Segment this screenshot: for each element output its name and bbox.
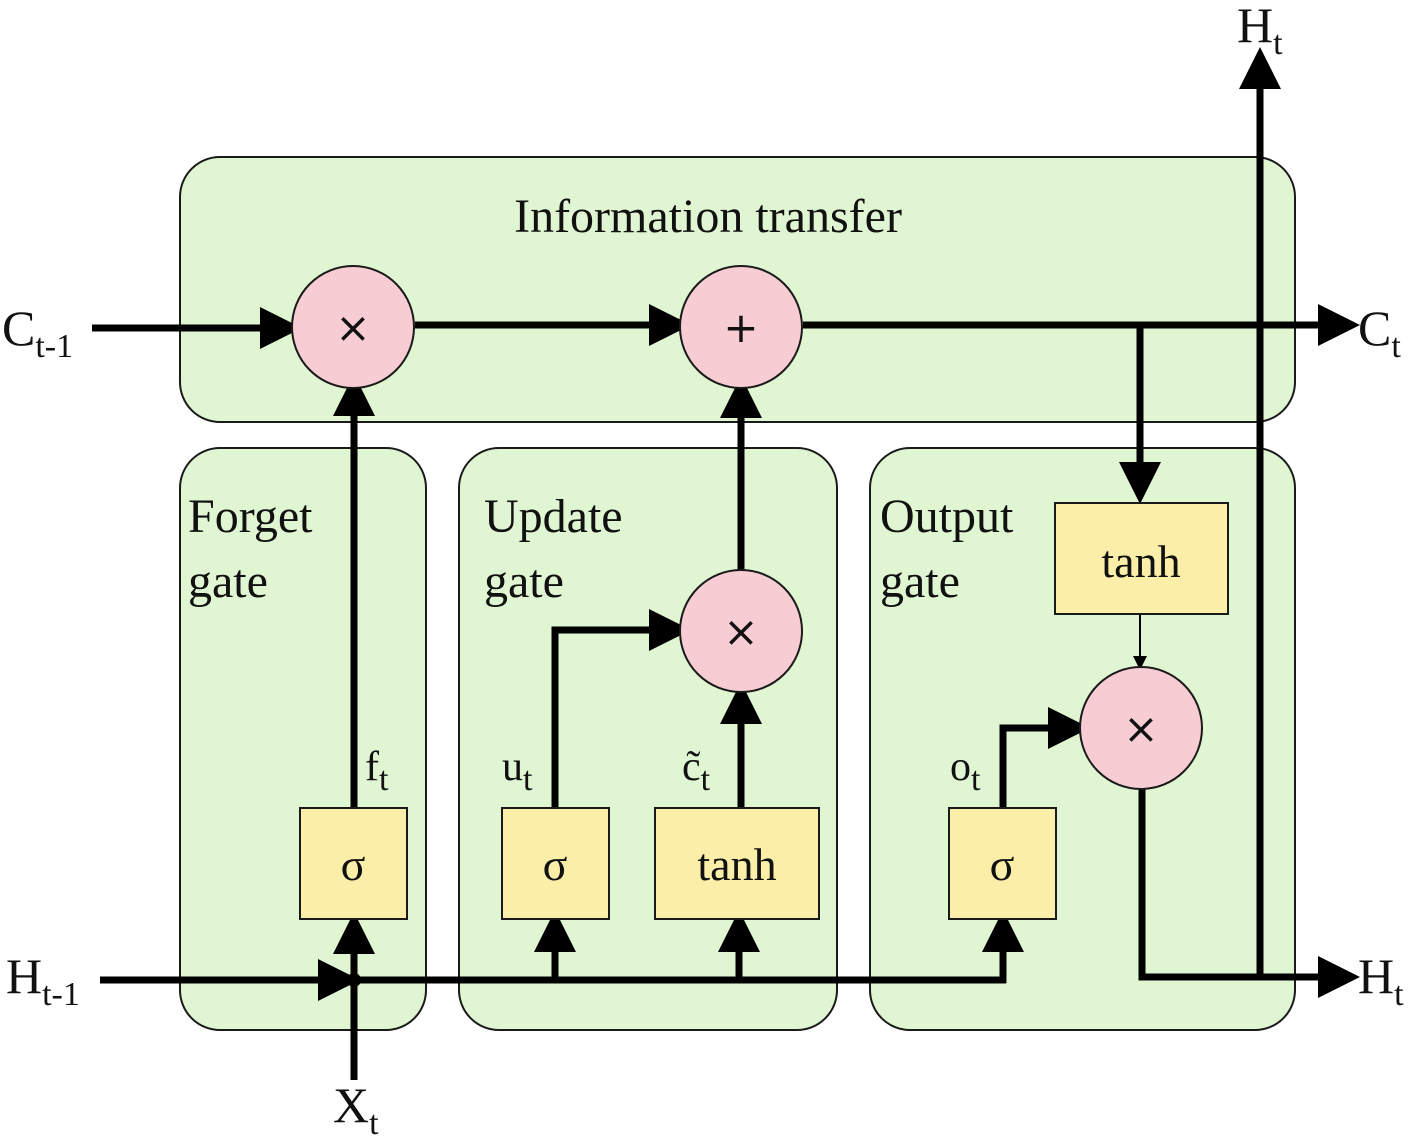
output-gate-label-line2: gate	[880, 555, 960, 608]
update-multiply-operator	[679, 569, 803, 693]
cell-next-label: Ct	[1358, 300, 1401, 365]
wire-hidden-out	[1138, 788, 1360, 998]
output-gate-label-line1: Output	[880, 490, 1014, 543]
update-tanh-label: tanh	[697, 839, 776, 890]
wire-ot-path	[999, 707, 1090, 808]
update-multiply-symbol: ×	[723, 607, 758, 656]
update-sigma-box	[501, 807, 610, 920]
forget-gate-label-line1: Forget	[188, 490, 313, 543]
input-label: Xt	[333, 1077, 379, 1142]
forget-sigma-label: σ	[341, 839, 366, 890]
wire-ut-path	[551, 609, 691, 808]
cell-prev-label: Ct-1	[2, 300, 73, 365]
hidden-prev-label: Ht-1	[6, 948, 80, 1013]
output-multiply-operator	[1079, 666, 1203, 790]
update-signal-label: ut	[502, 744, 533, 798]
information-transfer-label: Information transfer	[514, 190, 902, 243]
output-tanh-label: tanh	[1101, 536, 1180, 587]
bus-junction	[347, 973, 361, 987]
forget-multiply-operator	[291, 265, 415, 389]
add-operator	[679, 265, 803, 389]
forget-signal-label: ft	[365, 744, 389, 798]
output-sigma-box	[948, 807, 1057, 920]
output-multiply-symbol: ×	[1123, 704, 1158, 753]
candidate-signal-label: c̃t	[682, 744, 711, 798]
update-sigma-label: σ	[543, 839, 568, 890]
update-tanh-box	[654, 807, 820, 920]
hidden-up-label: Ht	[1237, 0, 1283, 62]
add-symbol: +	[723, 303, 758, 352]
forget-gate-label-line2: gate	[188, 555, 268, 608]
output-signal-label: ot	[950, 744, 981, 798]
output-tanh-box	[1054, 502, 1229, 615]
output-sigma-label: σ	[990, 839, 1015, 890]
hidden-next-label: Ht	[1358, 948, 1404, 1013]
forget-sigma-box	[299, 807, 408, 920]
forget-multiply-symbol: ×	[335, 303, 370, 352]
update-gate-label-line1: Update	[484, 490, 623, 543]
update-gate-label-line2: gate	[484, 555, 564, 608]
